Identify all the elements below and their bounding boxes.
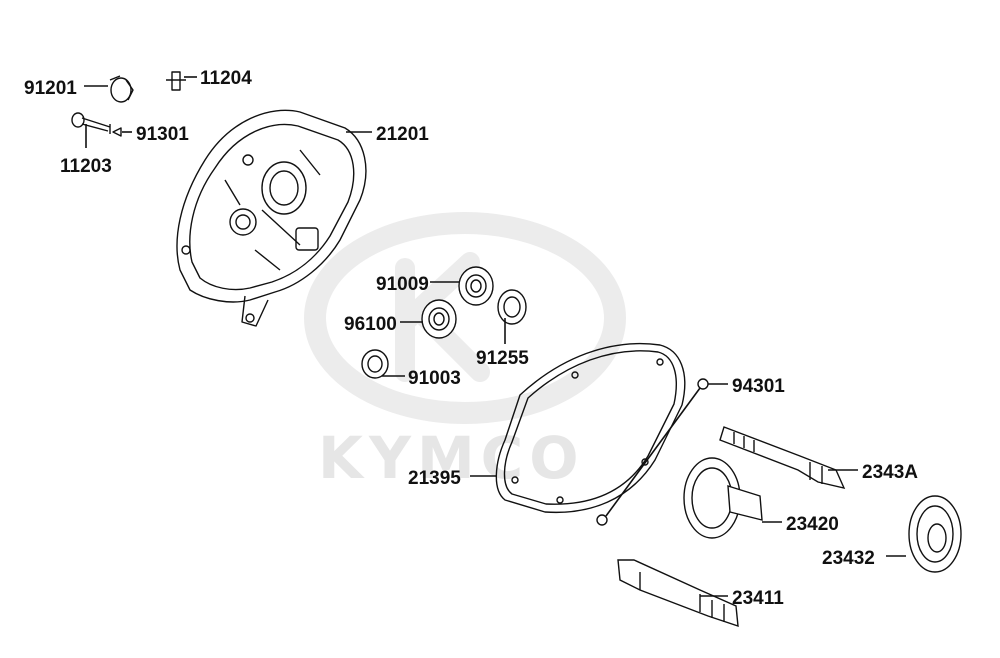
label-11204: 11204 [200, 68, 252, 89]
shaft-23411[interactable] [617, 559, 739, 628]
bearing-91003[interactable] [361, 349, 389, 379]
label-91003: 91003 [408, 368, 461, 389]
label-91201: 91201 [24, 78, 77, 99]
gasket-21395[interactable] [495, 342, 686, 514]
gear-23420[interactable] [683, 457, 763, 539]
label-23420: 23420 [786, 514, 839, 535]
watermark-text: KYMCO [318, 424, 585, 492]
label-2343A: 2343A [862, 462, 918, 483]
crankcase-cover[interactable] [176, 109, 367, 327]
label-94301: 94301 [732, 376, 785, 397]
drive-shaft-2343A[interactable] [719, 426, 846, 489]
label-23411: 23411 [732, 588, 784, 609]
label-11203: 11203 [60, 156, 112, 177]
label-21201: 21201 [376, 124, 429, 145]
fitting-11204[interactable] [166, 71, 186, 91]
kymco-watermark: KYMCO [304, 212, 626, 492]
bolt-11203[interactable] [71, 112, 111, 134]
label-91255: 91255 [476, 348, 529, 369]
bearing-91009[interactable] [458, 266, 494, 306]
label-91301: 91301 [136, 124, 189, 145]
label-23432: 23432 [822, 548, 875, 569]
leader-lines [84, 76, 906, 597]
label-21395: 21395 [408, 468, 461, 489]
label-91009: 91009 [376, 274, 429, 295]
label-96100: 96100 [344, 314, 397, 335]
washer-91301[interactable] [112, 127, 122, 137]
bushing-91201[interactable] [109, 75, 134, 103]
gear-23432[interactable] [908, 495, 962, 573]
bearing-96100[interactable] [421, 299, 457, 339]
part-labels: 91201 11204 91301 11203 21201 91009 9610… [24, 68, 918, 609]
oil-seal-91255[interactable] [497, 289, 527, 325]
